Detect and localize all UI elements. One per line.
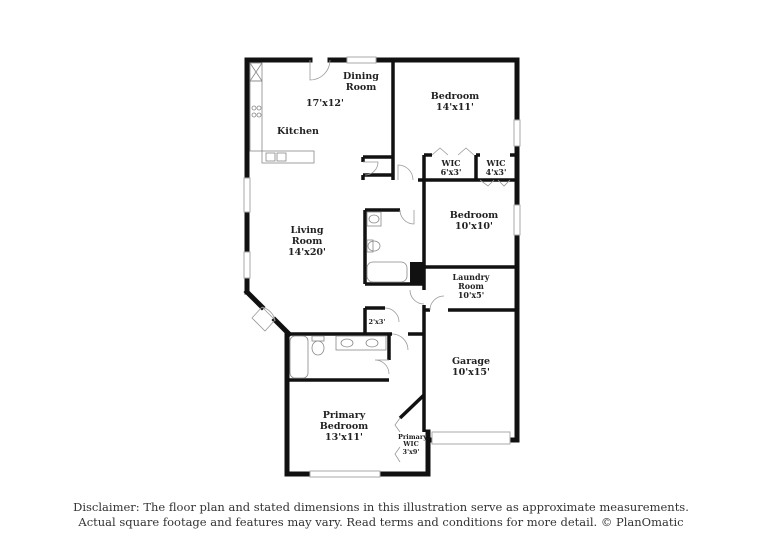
fixtures xyxy=(249,62,408,379)
garage-label: Garage 10'x15' xyxy=(440,356,502,379)
living-room-name-2: Room xyxy=(291,235,323,247)
kitchen-label: Kitchen xyxy=(277,126,319,137)
exterior-walls xyxy=(243,57,520,477)
living-room-dimensions: 14'x20' xyxy=(288,246,326,258)
dining-room-label: Dining Room xyxy=(330,71,392,94)
dining-room-name: Dining xyxy=(343,71,379,82)
primary-wic-dimensions: 3'x9' xyxy=(402,447,420,456)
disclaimer-line-1: Disclaimer: The floor plan and stated di… xyxy=(73,500,689,514)
living-room-name: Living xyxy=(290,225,324,236)
bedroom-2-name: Bedroom xyxy=(449,210,499,221)
wic-2-dimensions: 4'x3' xyxy=(485,167,507,178)
garage-dimensions: 10'x15' xyxy=(452,366,490,378)
bedroom-1-label: Bedroom 14'x11' xyxy=(420,91,490,114)
bedroom-1-name: Bedroom xyxy=(430,91,480,102)
bedroom-1-dimensions: 14'x11' xyxy=(436,101,474,113)
wic-2-name: WIC xyxy=(486,158,506,168)
windows xyxy=(243,56,521,478)
primary-bedroom-name: Primary xyxy=(322,410,366,421)
primary-wic-name-2: WIC xyxy=(403,440,419,449)
wic-1-dimensions: 6'x3' xyxy=(440,167,462,178)
primary-wic-label: Primary WIC 3'x9' xyxy=(398,433,428,456)
laundry-room-label: Laundry Room 10'x5' xyxy=(440,272,502,301)
laundry-room-name-2: Room xyxy=(458,281,484,292)
primary-wic-name: Primary xyxy=(398,433,428,441)
primary-bedroom-dimensions: 13'x11' xyxy=(325,431,363,443)
closet-dimensions: 2'x3' xyxy=(368,318,386,326)
primary-bedroom-label: Primary Bedroom 13'x11' xyxy=(310,410,378,444)
wic-2-label: WIC 4'x3' xyxy=(480,158,512,178)
dining-room-name-2: Room xyxy=(345,81,377,93)
laundry-room-name: Laundry xyxy=(452,272,490,282)
disclaimer-line-2: Actual square footage and features may v… xyxy=(78,515,684,529)
laundry-room-dimensions: 10'x5' xyxy=(457,290,485,301)
interior-walls xyxy=(289,60,517,432)
living-room-label: Living Room 14'x20' xyxy=(275,225,339,259)
primary-bedroom-name-2: Bedroom xyxy=(319,420,369,432)
bath-core-block xyxy=(410,262,424,284)
bedroom-2-label: Bedroom 10'x10' xyxy=(440,210,508,233)
wic-1-label: WIC 6'x3' xyxy=(430,158,472,178)
bedroom-2-dimensions: 10'x10' xyxy=(455,220,493,232)
garage-name: Garage xyxy=(451,356,491,367)
kitchen-dining-dimensions: 17'x12' xyxy=(306,98,344,109)
door-swings xyxy=(251,59,511,463)
wic-1-name: WIC xyxy=(441,158,461,168)
